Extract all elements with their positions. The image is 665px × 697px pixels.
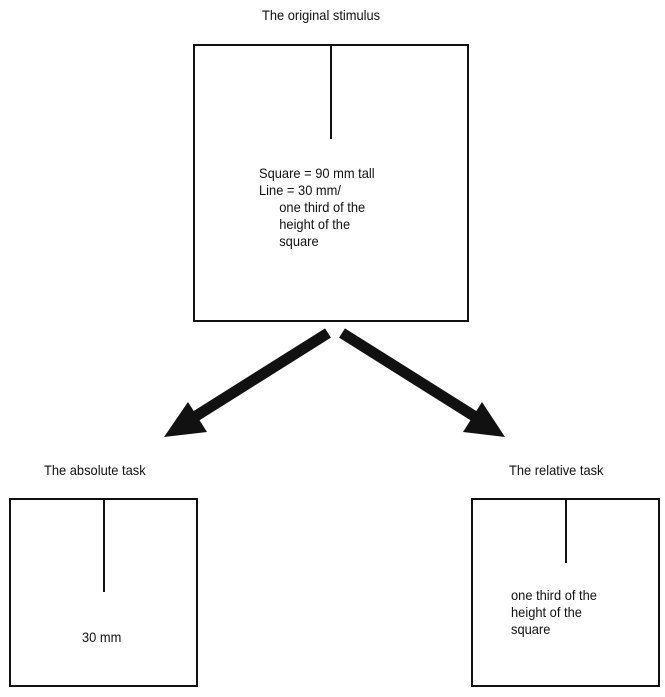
absolute-square: 30 mm <box>9 498 198 687</box>
relative-description: one third of the height of the square <box>511 587 597 638</box>
original-line <box>330 46 332 139</box>
original-text-line5: square <box>279 233 319 249</box>
original-text-line4: height of the <box>279 216 351 232</box>
arrow-right <box>339 328 505 437</box>
arrow-left <box>164 328 331 437</box>
relative-square: one third of the height of the square <box>471 498 660 687</box>
relative-text-line1: one third of the <box>511 587 597 603</box>
original-square: Square = 90 mm tall Line = 30 mm/ one th… <box>193 44 469 322</box>
original-stimulus-title: The original stimulus <box>262 7 381 23</box>
original-text-line1: Square = 90 mm tall <box>259 165 375 181</box>
relative-text-line3: square <box>511 621 551 637</box>
relative-text-line2: height of the <box>511 604 582 620</box>
relative-line <box>565 500 567 563</box>
absolute-line <box>103 500 105 592</box>
original-text-line3: one third of the <box>279 199 366 215</box>
original-text-line2: Line = 30 mm/ <box>259 182 341 198</box>
relative-task-title: The relative task <box>509 462 604 478</box>
original-description: Square = 90 mm tall Line = 30 mm/ one th… <box>259 165 375 250</box>
absolute-value: 30 mm <box>82 629 122 645</box>
absolute-task-title: The absolute task <box>44 462 146 478</box>
